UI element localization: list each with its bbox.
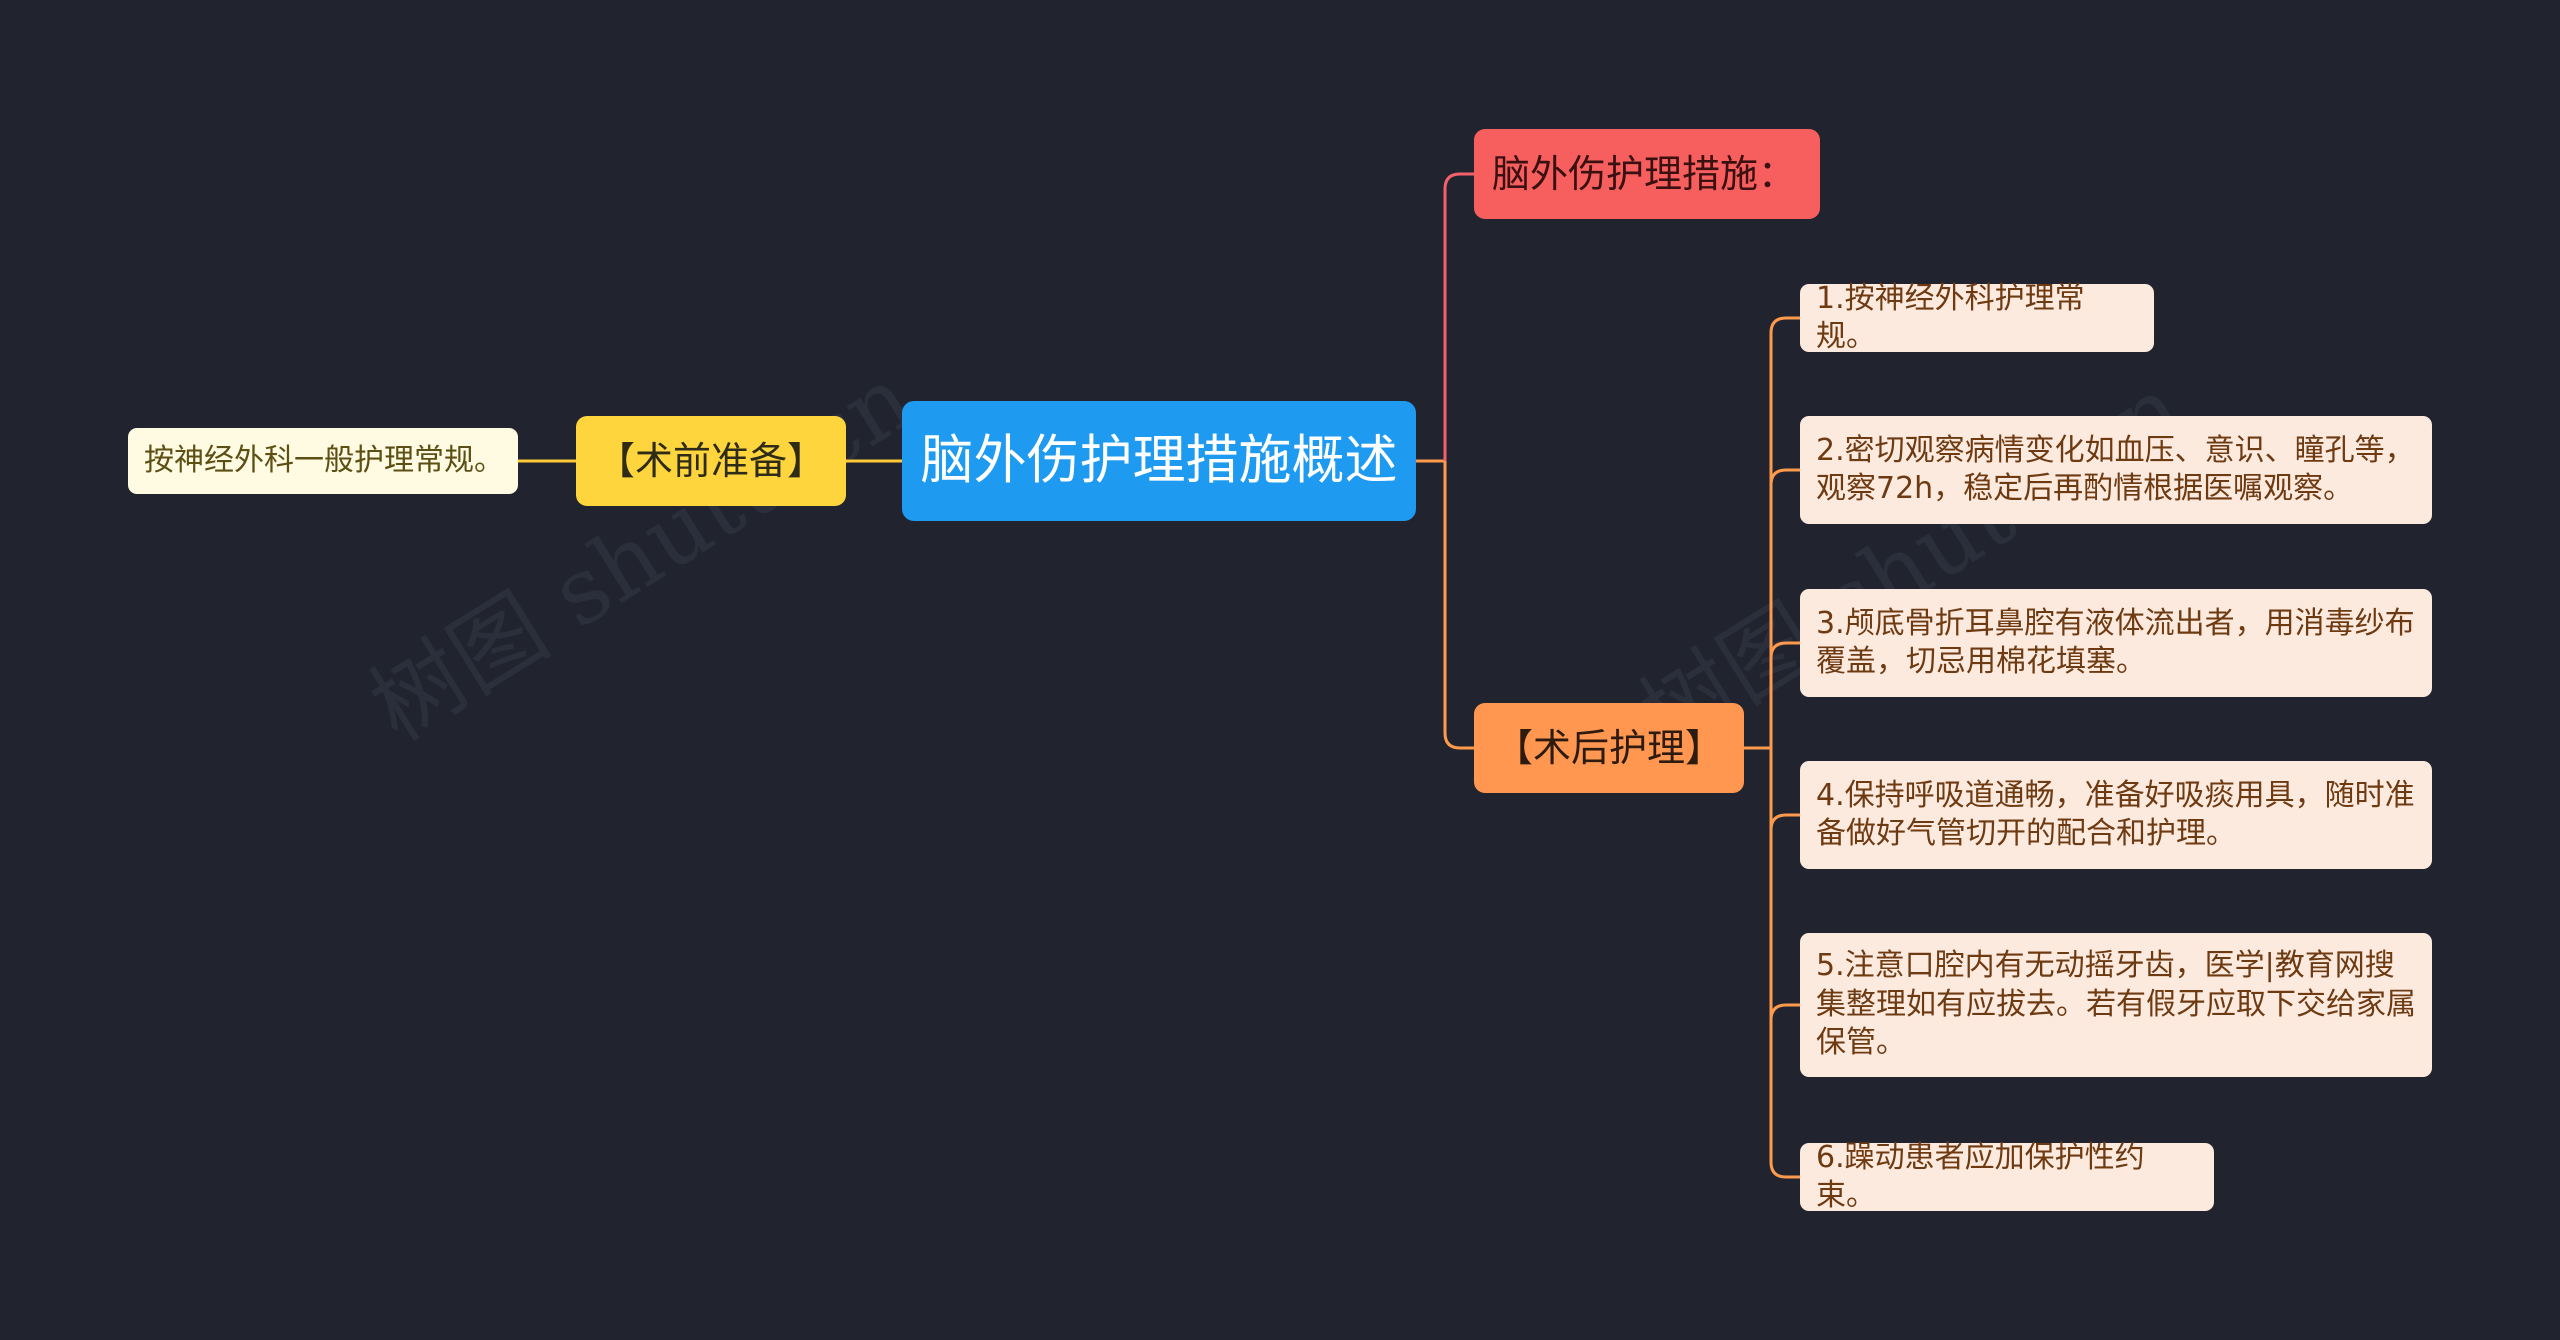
leaf-post-op-1[interactable]: 1.按神经外科护理常规。 — [1800, 281, 2154, 354]
branch-measures[interactable]: 脑外伤护理措施： — [1474, 129, 1820, 219]
leaf-post-op-4[interactable]: 4.保持呼吸道通畅，准备好吸痰用具，随时准备做好气管切开的配合和护理。 — [1800, 761, 2432, 869]
branch-measures-label: 脑外伤护理措施： — [1492, 151, 1797, 196]
central-topic-label: 脑外伤护理措施概述 — [920, 430, 1398, 492]
leaf-post-op-2[interactable]: 2.密切观察病情变化如血压、意识、瞳孔等，观察72h，稳定后再酌情根据医嘱观察。 — [1800, 416, 2432, 524]
branch-post-op-label: 【术后护理】 — [1494, 725, 1723, 770]
leaf-post-op-3[interactable]: 3.颅底骨折耳鼻腔有液体流出者，用消毒纱布覆盖，切忌用棉花填塞。 — [1800, 589, 2432, 697]
central-topic[interactable]: 脑外伤护理措施概述 — [902, 401, 1416, 521]
leaf-text: 4.保持呼吸道通畅，准备好吸痰用具，随时准备做好气管切开的配合和护理。 — [1816, 777, 2415, 851]
leaf-text: 5.注意口腔内有无动摇牙齿，医学|教育网搜集整理如有应拔去。若有假牙应取下交给家… — [1816, 948, 2416, 1061]
connector-leaf-2 — [1769, 468, 1800, 486]
leaf-text: 1.按神经外科护理常规。 — [1816, 280, 2085, 354]
leaf-post-op-6[interactable]: 6.躁动患者应加保护性约束。 — [1800, 1140, 2214, 1213]
leaf-pre-op-1[interactable]: 按神经外科一般护理常规。 — [128, 428, 518, 494]
connector-post-bus — [1769, 316, 1800, 1179]
branch-pre-op[interactable]: 【术前准备】 — [576, 416, 846, 506]
connector-leaf-4 — [1769, 813, 1800, 831]
leaf-text: 6.躁动患者应加保护性约束。 — [1816, 1139, 2145, 1213]
connector-to-top — [1443, 172, 1474, 461]
connector-leaf-3 — [1769, 641, 1800, 659]
branch-post-op[interactable]: 【术后护理】 — [1474, 703, 1744, 793]
branch-pre-op-label: 【术前准备】 — [596, 438, 825, 483]
leaf-text: 2.密切观察病情变化如血压、意识、瞳孔等，观察72h，稳定后再酌情根据医嘱观察。 — [1816, 432, 2415, 506]
leaf-post-op-5[interactable]: 5.注意口腔内有无动摇牙齿，医学|教育网搜集整理如有应拔去。若有假牙应取下交给家… — [1800, 933, 2432, 1077]
connector-to-post — [1443, 461, 1474, 750]
leaf-text: 3.颅底骨折耳鼻腔有液体流出者，用消毒纱布覆盖，切忌用棉花填塞。 — [1816, 605, 2415, 679]
connector-leaf-5 — [1769, 1003, 1800, 1021]
leaf-text: 按神经外科一般护理常规。 — [144, 442, 504, 478]
